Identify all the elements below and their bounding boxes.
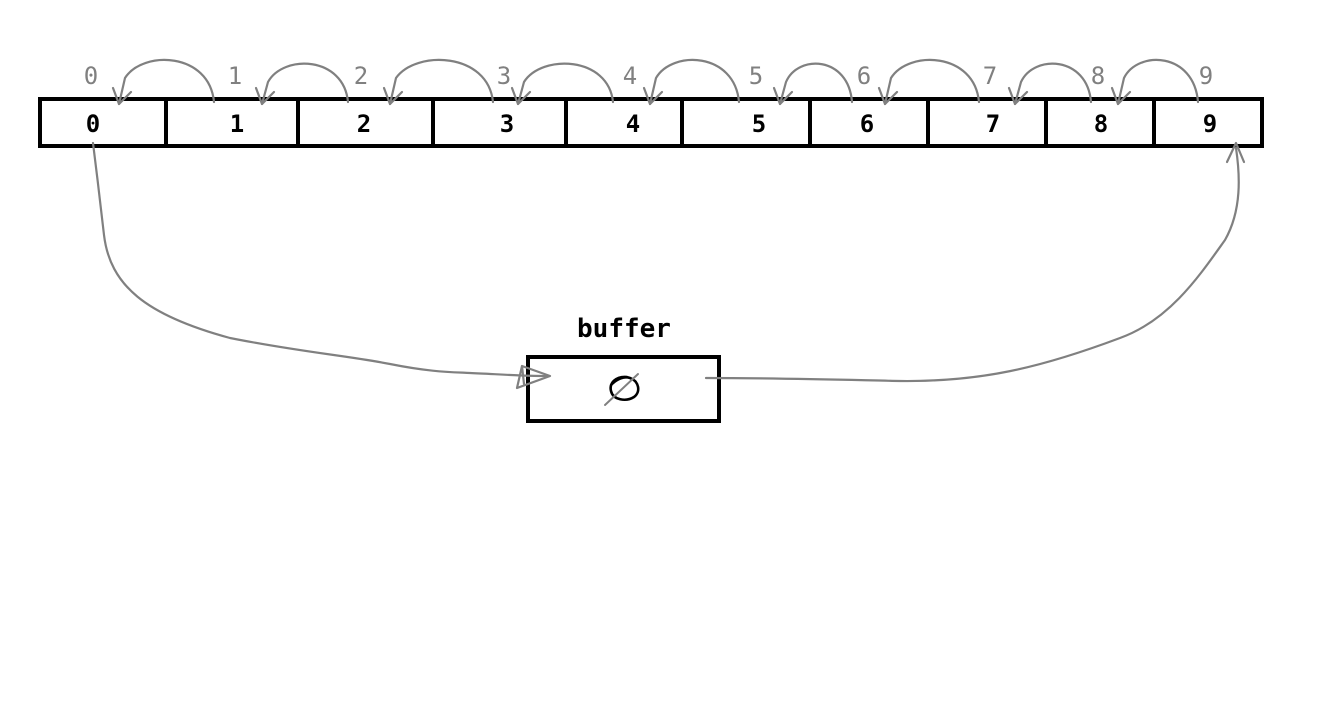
- buffer-box: [526, 355, 721, 423]
- shift-arrow-head: [772, 86, 794, 106]
- index-label: 2: [354, 62, 368, 90]
- index-label: 0: [84, 62, 98, 90]
- shift-arrow-line: [648, 58, 741, 106]
- shift-arrow-line: [778, 62, 854, 106]
- arrow-from-buffer-head: [1225, 141, 1246, 164]
- curved-arrow-left-icon: [1007, 62, 1093, 106]
- empty-set-circle: [609, 375, 640, 401]
- array-cell-value: 9: [1203, 110, 1217, 138]
- shift-arrow-head: [254, 86, 276, 106]
- shift-arrow-line: [883, 58, 981, 106]
- array-cell-value: 2: [357, 110, 371, 138]
- index-label: 1: [228, 62, 242, 90]
- index-labels: 0 1 2 3 4 5 6 7 8 9: [84, 62, 1213, 90]
- shift-arrow-line: [1116, 58, 1200, 106]
- arrow-to-buffer-icon: [91, 141, 552, 390]
- arrow-to-buffer-line: [91, 141, 548, 378]
- curved-arrow-left-icon: [1110, 58, 1200, 106]
- shift-arrow-head: [510, 86, 532, 106]
- arrow-from-buffer-line: [704, 146, 1240, 383]
- curved-arrow-left-icon: [877, 58, 981, 106]
- shift-arrow-head: [1007, 86, 1029, 106]
- shift-arrow-line: [516, 62, 615, 106]
- index-label: 7: [983, 62, 997, 90]
- array-box: [38, 97, 1264, 148]
- cell-values: 0 1 2 3 4 5 6 7 8 9: [86, 110, 1217, 138]
- curved-arrow-left-icon: [642, 58, 741, 106]
- curved-arrow-left-icon: [254, 62, 350, 106]
- shift-arrows: [111, 58, 1200, 106]
- index-label: 5: [749, 62, 763, 90]
- array-cell-value: 4: [626, 110, 640, 138]
- curved-arrow-left-icon: [382, 58, 495, 106]
- array-cell-value: 5: [752, 110, 766, 138]
- index-label: 3: [497, 62, 511, 90]
- array-cell-value: 6: [860, 110, 874, 138]
- curved-arrow-left-icon: [772, 62, 854, 106]
- curved-arrow-left-icon: [510, 62, 615, 106]
- shift-arrow-head: [111, 86, 133, 106]
- array-cell-value: 7: [986, 110, 1000, 138]
- buffer-label: buffer: [577, 314, 671, 344]
- index-label: 4: [623, 62, 637, 90]
- empty-set-icon: Ø: [604, 373, 640, 406]
- array-outline: [38, 97, 1264, 148]
- cell-dividers: [164, 99, 1156, 146]
- arrow-from-buffer-icon: [704, 141, 1246, 383]
- array-cell-value: 8: [1094, 110, 1108, 138]
- shift-arrow-line: [260, 62, 350, 106]
- shift-arrow-line: [1013, 62, 1093, 106]
- shift-arrow-line: [388, 58, 495, 106]
- shift-arrow-head: [877, 86, 899, 106]
- buffer: buffer Ø: [526, 314, 721, 423]
- curved-arrow-left-icon: [111, 58, 216, 106]
- array-cell-value: 1: [230, 110, 244, 138]
- arrow-to-buffer-head: [515, 364, 552, 390]
- shift-arrow-head: [642, 86, 664, 106]
- index-label: 9: [1199, 62, 1213, 90]
- shift-arrow-head: [1110, 86, 1132, 106]
- shift-arrow-head: [382, 86, 404, 106]
- array-cell-value: 0: [86, 110, 100, 138]
- index-label: 6: [857, 62, 871, 90]
- shift-arrow-line: [117, 58, 216, 106]
- empty-set-slash: [604, 373, 639, 406]
- array-cell-value: 3: [500, 110, 514, 138]
- index-label: 8: [1091, 62, 1105, 90]
